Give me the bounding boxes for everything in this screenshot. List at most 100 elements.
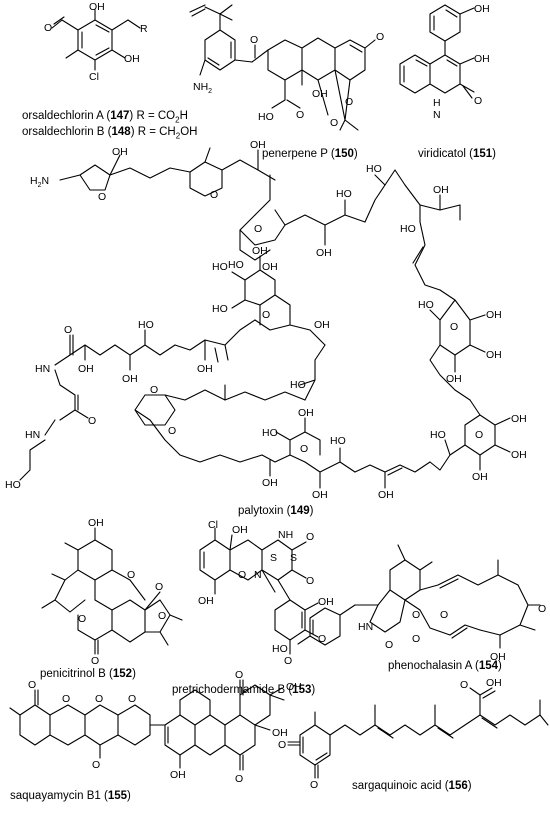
ketone-o-label: O xyxy=(91,655,99,667)
oh-label: OH xyxy=(197,363,213,375)
palytoxin-labels: H2N OH O O OH HO OH O OH HO HO OH HO HO … xyxy=(5,139,527,501)
oh-label: OH xyxy=(446,373,462,385)
n-label: N xyxy=(254,569,262,581)
carbonyl-o-label: O xyxy=(28,679,36,691)
chloro-label: Cl xyxy=(208,519,218,531)
aldehyde-o-label: O xyxy=(44,22,52,34)
ring-o-label: O xyxy=(98,191,106,203)
oh-label: OH xyxy=(511,413,527,425)
oh-label: OH xyxy=(378,489,394,501)
oh-label: OH xyxy=(232,524,248,536)
ketone-o-label: O xyxy=(376,31,384,43)
caption-155: saquayamycin B1 (155) xyxy=(10,790,131,802)
ho-label: HO xyxy=(212,303,228,315)
oh-label: OH xyxy=(112,146,128,158)
nh-label: N xyxy=(433,109,441,121)
ketone-o-label: O xyxy=(250,34,258,46)
ho-label: HO xyxy=(330,435,346,447)
lactam-o-label: O xyxy=(474,95,482,107)
amide-o-label: O xyxy=(88,415,96,427)
ketone-o-label: O xyxy=(235,773,243,785)
ho-label: HO xyxy=(5,479,21,491)
ho-label: HO xyxy=(262,427,278,439)
quinone-o-label: O xyxy=(278,739,286,751)
oh-label: OH xyxy=(474,53,490,65)
carbonyl-o-label: O xyxy=(385,639,393,651)
ring-o-label: O xyxy=(158,610,166,622)
oh-label: OH xyxy=(312,489,328,501)
oh-label: OH xyxy=(490,651,506,663)
ring-o-label: O xyxy=(450,321,458,333)
structure-phenochalasin-a: HN O O O O O OH HO xyxy=(272,544,546,663)
structure-pretrichodermamide-b: Cl OH NH S S O O N O OH OH O O xyxy=(198,519,334,667)
nh-label: HN xyxy=(358,621,373,633)
lactone-o-label: O xyxy=(345,96,353,108)
oh-label: OH xyxy=(474,3,490,15)
amide-o-label: O xyxy=(64,324,72,336)
oh-label: OH xyxy=(250,139,266,151)
ho-label: HO xyxy=(336,188,352,200)
ho-label: HO xyxy=(258,111,274,123)
ester-o-label: O xyxy=(440,609,448,621)
caption-147: orsaldechlorin A (147) R = CO2H xyxy=(22,110,188,125)
caption-153: pretrichodermamide B (153) xyxy=(172,684,316,696)
oh-label: OH xyxy=(314,319,330,331)
ether-o-label: O xyxy=(330,117,338,129)
oh-label: OH xyxy=(316,247,332,259)
caption-149: palytoxin (149) xyxy=(238,505,314,517)
ring-o-label: O xyxy=(168,425,176,437)
carbonyl-o-label: O xyxy=(412,633,420,645)
oh-label: OH xyxy=(88,517,104,529)
caption-152: penicitrinol B (152) xyxy=(40,668,136,680)
ring-o-label: O xyxy=(150,384,158,396)
carbonyl-o-label: O xyxy=(306,531,314,543)
oh-label: OH xyxy=(433,184,449,196)
ring-o-label: O xyxy=(78,613,86,625)
ring-o-label: O xyxy=(210,189,218,201)
methoxy-label: O xyxy=(318,633,326,645)
ho-label: HO xyxy=(138,319,154,331)
oh-label: OH xyxy=(286,681,302,693)
oh-label: OH xyxy=(486,349,502,361)
acid-oh-label: OH xyxy=(486,677,502,689)
hn-label: HN xyxy=(25,429,40,441)
ring-o-label: O xyxy=(475,429,483,441)
ring-o-label: O xyxy=(254,223,262,235)
ho-label: HO xyxy=(366,163,382,175)
carbonyl-o-label: O xyxy=(306,575,314,587)
structure-viridicatol: OH OH O H N xyxy=(399,3,490,121)
oh-label: OH xyxy=(511,449,527,461)
ring-o-label: O xyxy=(62,693,70,705)
oh-label: OH xyxy=(472,471,488,483)
oh-label: OH xyxy=(89,1,105,13)
oh-label: OH xyxy=(170,769,186,781)
ho-label: HO xyxy=(430,429,446,441)
ho-label: HO xyxy=(290,379,306,391)
ring-o-label: O xyxy=(127,569,135,581)
oh-label: OH xyxy=(272,727,288,739)
ketone-o-label: O xyxy=(235,669,243,681)
caption-154: phenochalasin A (154) xyxy=(388,660,502,672)
structure-orsaldechlorin: O OH R OH Cl xyxy=(44,1,148,83)
structure-sargaquinoic-acid: O O O OH xyxy=(278,677,549,791)
ho-label: HO xyxy=(400,223,416,235)
oh-label: OH xyxy=(122,373,138,385)
ester-o-label: O xyxy=(412,609,420,621)
nh-label: NH xyxy=(278,529,293,541)
oh-label: OH xyxy=(252,245,268,257)
oh-label: OH xyxy=(312,88,328,100)
oh-label: OH xyxy=(298,407,314,419)
oh-label: OH xyxy=(78,363,94,375)
ketone-o-label: O xyxy=(538,603,546,615)
ring-o-label: O xyxy=(262,309,270,321)
r-group-label: R xyxy=(140,23,148,35)
quinone-o-label: O xyxy=(310,779,318,791)
ring-o-label: O xyxy=(95,693,103,705)
sulfur-label: S xyxy=(270,552,277,564)
oh-label: OH xyxy=(262,477,278,489)
caption-156: sargaquinoic acid (156) xyxy=(352,780,472,792)
methoxy-label: O xyxy=(284,655,292,667)
structure-palytoxin xyxy=(19,147,511,489)
